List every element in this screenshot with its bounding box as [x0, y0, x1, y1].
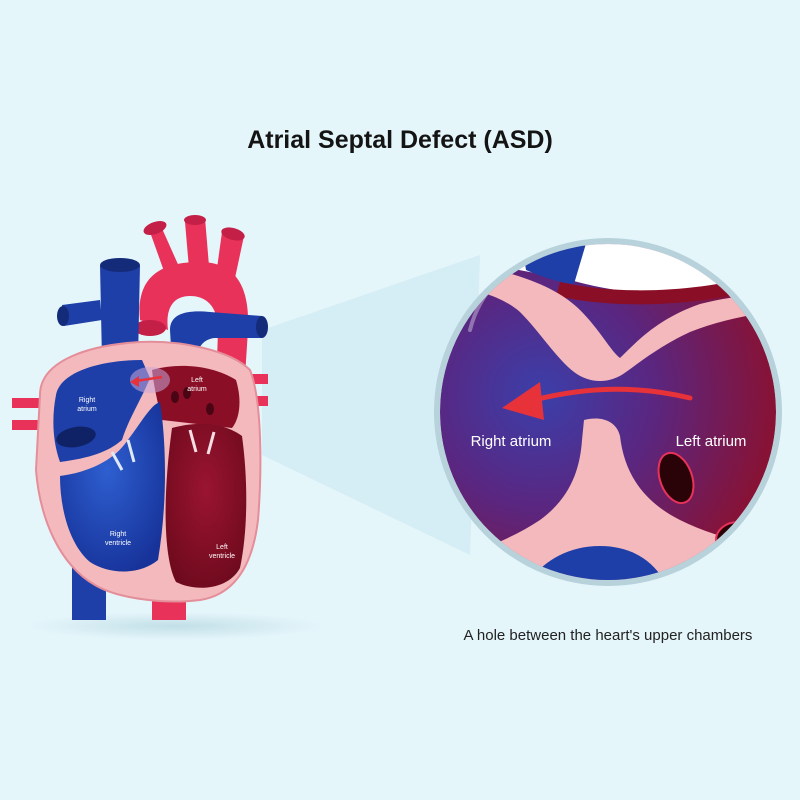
heart: Right atrium Left atrium Right ventricle… — [12, 215, 268, 620]
zoom-vein-opening-1 — [657, 451, 695, 505]
magnify-beam — [262, 255, 480, 555]
shunt-arrow — [135, 375, 163, 383]
tricuspid-valve — [110, 439, 136, 471]
zoom-shunt-arrow — [531, 386, 693, 403]
zoom-label-right-atrium: Right atrium — [471, 433, 552, 450]
label-left-ventricle-2: ventricle — [209, 553, 235, 560]
left-vein-lower — [12, 420, 42, 430]
right-ventricle-chamber — [60, 402, 165, 572]
label-left-atrium-2: atrium — [187, 386, 207, 393]
page-title: Atrial Septal Defect (ASD) — [247, 126, 553, 154]
mitral-valve — [188, 429, 216, 455]
superior-vena-cava — [100, 265, 140, 360]
label-left-ventricle-1: Left — [216, 544, 228, 551]
label-left-atrium-1: Left — [191, 377, 203, 384]
zoom-septum-upper — [450, 268, 776, 381]
left-atrium-chamber — [152, 365, 240, 428]
label-right-atrium-1: Right — [79, 397, 95, 404]
diagram-caption: A hole between the heart's upper chamber… — [463, 627, 753, 644]
zoom-label-left-atrium: Left atrium — [676, 433, 747, 450]
left-vein-upper — [12, 398, 42, 408]
label-right-ventricle-1: Right — [110, 531, 126, 538]
label-right-atrium-2: atrium — [77, 406, 97, 413]
vena-cava-opening — [56, 426, 96, 448]
zoom-view: Right atrium Left atrium — [434, 238, 782, 586]
label-right-ventricle-2: ventricle — [105, 540, 131, 547]
left-ventricle-chamber — [165, 423, 247, 588]
